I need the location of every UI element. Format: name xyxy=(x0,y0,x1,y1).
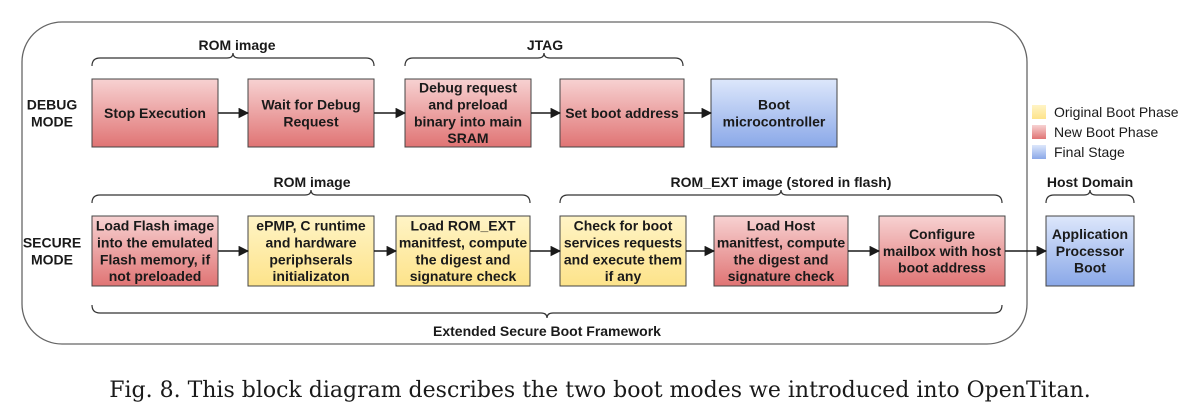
debug-block-debug-preload-label-line: binary into main xyxy=(414,113,522,129)
host-domain-label: Host Domain xyxy=(1047,174,1133,190)
debug-block-debug-preload-label-line: Debug request xyxy=(419,80,517,96)
secure-block-epmp-runtime xyxy=(247,215,375,287)
legend-label-final: Final Stage xyxy=(1054,144,1125,160)
rom-image-bottom-bracket xyxy=(91,189,531,204)
rom-ext-bracket xyxy=(559,189,1003,204)
secure-block-load-rom-ext-label-line: manitfest, compute xyxy=(399,235,528,251)
debug-block-boot-microcontroller-label-line: Boot xyxy=(758,97,790,113)
debug-block-wait-debug-request-label-line: Wait for Debug xyxy=(261,97,360,113)
host-block-application-processor-boot-label-line: Processor xyxy=(1056,243,1125,259)
rom-image-top-label: ROM image xyxy=(198,37,275,53)
debug-block-set-boot-address-label-line: Set boot address xyxy=(565,105,679,121)
framework-bracket xyxy=(91,304,1003,319)
secure-block-epmp-runtime-label-line: ePMP, C runtime xyxy=(256,218,366,234)
secure-block-check-boot-services-label-line: Check for boot xyxy=(574,218,673,234)
secure-block-configure-mailbox-label-line: boot address xyxy=(898,260,986,276)
legend-swatch-final xyxy=(1032,145,1046,159)
framework-label: Extended Secure Boot Framework xyxy=(433,323,661,339)
host-domain-bracket xyxy=(1045,189,1135,204)
debug-block-boot-microcontroller-label-line: microcontroller xyxy=(723,113,826,129)
framework-frame xyxy=(21,21,1028,345)
debug-block-wait-debug-request xyxy=(247,78,375,148)
debug-block-debug-preload-label-line: SRAM xyxy=(447,130,488,146)
rom-image-bottom-label: ROM image xyxy=(273,174,350,190)
debug-block-stop-execution-label-line: Stop Execution xyxy=(104,105,206,121)
secure-block-load-flash-image-label-line: Load Flash image xyxy=(96,218,214,234)
secure-block-configure-mailbox xyxy=(878,215,1006,287)
secure-block-epmp-runtime-label-line: periphserals xyxy=(269,251,352,267)
secure-block-load-rom-ext-label-line: signature check xyxy=(410,268,517,284)
legend-label-original: Original Boot Phase xyxy=(1054,104,1179,120)
secure-block-load-host-manifest-label-line: signature check xyxy=(728,268,835,284)
secure-block-epmp-runtime-label-line: initializaton xyxy=(273,268,350,284)
secure-mode-label-line: MODE xyxy=(31,251,73,267)
rom-ext-label: ROM_EXT image (stored in flash) xyxy=(671,174,892,190)
legend-swatch-new xyxy=(1032,125,1046,139)
secure-block-load-host-manifest-label-line: Load Host xyxy=(747,218,816,234)
host-block-application-processor-boot-label-line: Application xyxy=(1052,226,1128,242)
jtag-label: JTAG xyxy=(527,37,563,53)
legend-swatch-original xyxy=(1032,105,1046,119)
host-block-application-processor-boot xyxy=(1045,215,1135,287)
secure-block-check-boot-services xyxy=(559,215,687,287)
host-block-application-processor-boot-label-line: Boot xyxy=(1074,260,1106,276)
secure-block-load-flash-image-label-line: Flash memory, if xyxy=(100,251,211,267)
secure-block-check-boot-services-label-line: if any xyxy=(605,268,642,284)
secure-block-load-flash-image-label-line: not preloaded xyxy=(109,268,202,284)
debug-block-debug-preload-label-line: and preload xyxy=(428,97,507,113)
debug-block-stop-execution xyxy=(91,78,219,148)
secure-block-load-flash-image-label-line: into the emulated xyxy=(97,235,213,251)
jtag-bracket xyxy=(404,52,684,67)
secure-block-load-host-manifest-label-line: the digest and xyxy=(734,251,829,267)
secure-block-configure-mailbox-label-line: Configure xyxy=(909,226,975,242)
debug-block-wait-debug-request-label-line: Request xyxy=(283,113,339,129)
secure-block-check-boot-services-label-line: and execute them xyxy=(564,251,682,267)
secure-block-load-rom-ext-label-line: Load ROM_EXT xyxy=(410,218,515,234)
secure-block-configure-mailbox-label-line: mailbox with host xyxy=(883,243,1002,259)
rom-image-top-bracket xyxy=(91,52,375,67)
secure-mode-label-line: SECURE xyxy=(23,235,81,251)
figure-caption: Fig. 8. This block diagram describes the… xyxy=(109,378,1091,403)
debug-mode-label-line: MODE xyxy=(31,113,73,129)
secure-block-check-boot-services-label-line: services requests xyxy=(564,235,683,251)
secure-block-epmp-runtime-label-line: and hardware xyxy=(265,235,356,251)
legend-label-new: New Boot Phase xyxy=(1054,124,1158,140)
secure-block-load-host-manifest-label-line: manitfest, compute xyxy=(717,235,846,251)
debug-mode-label-line: DEBUG xyxy=(27,97,78,113)
secure-block-load-rom-ext-label-line: the digest and xyxy=(416,251,511,267)
secure-block-load-host-manifest xyxy=(713,215,849,287)
